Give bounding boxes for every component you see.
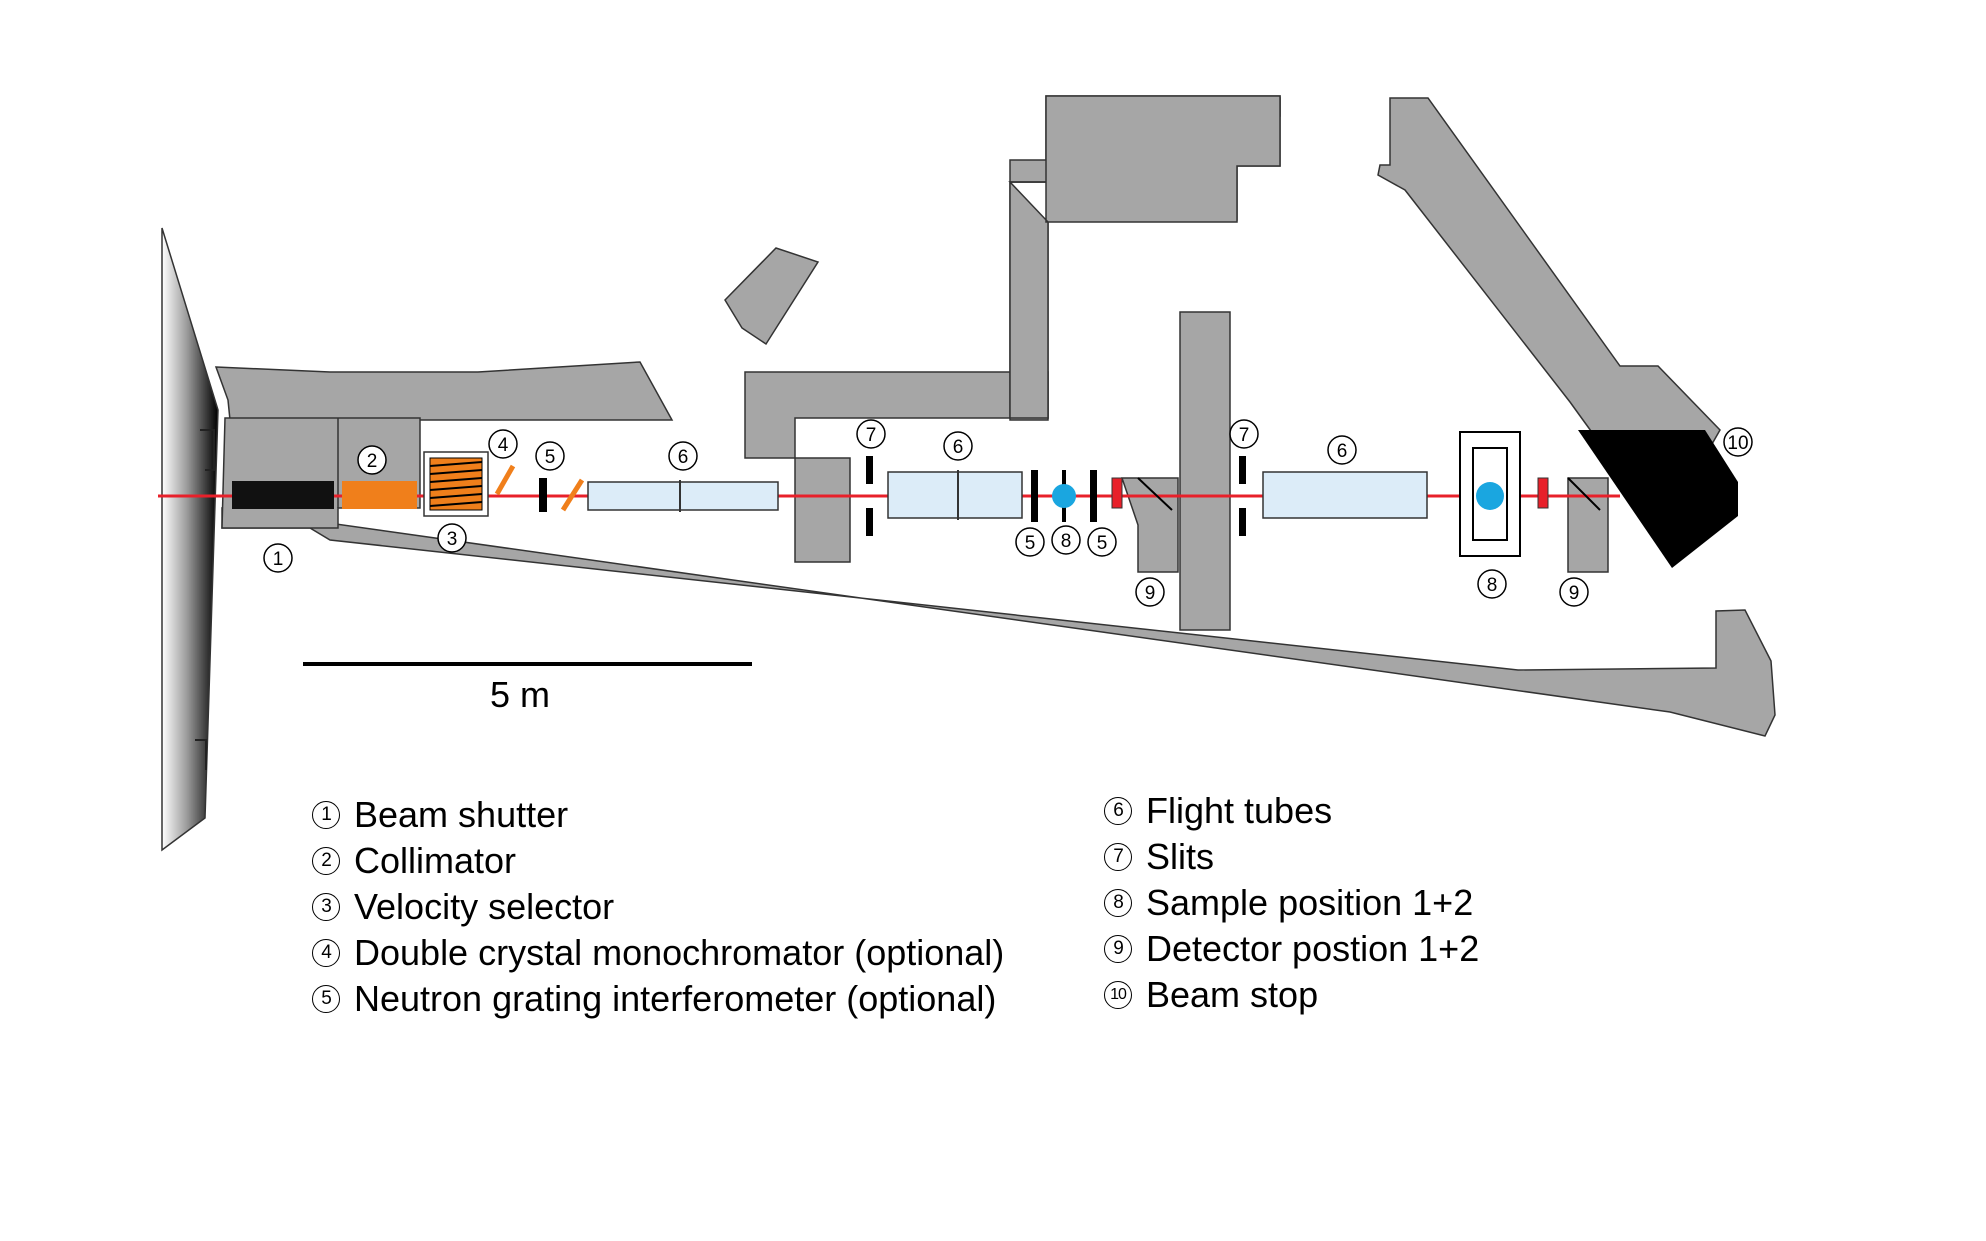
legend-text: Neutron grating interferometer (optional… <box>354 978 997 1019</box>
callout-circle <box>1477 569 1507 599</box>
callout-7: 7 <box>866 425 877 446</box>
callout-8: 8 <box>1061 531 1072 552</box>
legend-item: 10 Beam stop <box>1104 972 1479 1018</box>
legend-number: 9 <box>1104 935 1132 963</box>
legend-number: 1 <box>312 801 340 829</box>
callout-8: 8 <box>1487 575 1498 596</box>
legend-text: Beam stop <box>1146 974 1319 1015</box>
north-corridor-main <box>1008 95 1281 419</box>
angled-block <box>724 247 820 346</box>
legend-number: 10 <box>1104 981 1132 1009</box>
callout-circle <box>357 445 387 475</box>
legend-number: 3 <box>312 893 340 921</box>
slit-1 <box>866 456 873 536</box>
callout-circle <box>1135 577 1165 607</box>
flight-tube-3 <box>1262 471 1428 519</box>
reactor-wall <box>161 227 219 852</box>
callout-10: 10 <box>1727 433 1748 454</box>
legend-text: Collimator <box>354 840 517 881</box>
velocity-selector <box>423 451 489 517</box>
grating-interferometer-1 <box>539 478 585 512</box>
legend-text: Slits <box>1146 836 1215 877</box>
detector-2 <box>1537 477 1601 511</box>
callout-5: 5 <box>1025 533 1036 554</box>
legend-text: Detector postion 1+2 <box>1146 928 1480 969</box>
legend-item: 7 Slits <box>1104 834 1479 880</box>
callout-4: 4 <box>498 435 509 456</box>
beam-shutter <box>232 481 334 509</box>
legend-text: Beam shutter <box>354 794 569 835</box>
detector-housing-2 <box>1567 477 1609 573</box>
legend-item: 5 Neutron grating interferometer (option… <box>312 976 1004 1022</box>
callout-3: 3 <box>447 529 458 550</box>
callout-1: 1 <box>273 549 284 570</box>
callout-circle <box>856 419 886 449</box>
legend-left-column: 1 Beam shutter 2 Collimator 3 Velocity s… <box>312 792 1004 1022</box>
legend-text: Flight tubes <box>1146 790 1333 831</box>
callout-numbers: 1 2 3 4 5 6 7 6 5 8 5 9 7 6 8 9 10 <box>273 425 1749 604</box>
legend-item: 8 Sample position 1+2 <box>1104 880 1479 926</box>
legend-item: 4 Double crystal monochromator (optional… <box>312 930 1004 976</box>
legend-number: 4 <box>312 939 340 967</box>
legend-number: 6 <box>1104 797 1132 825</box>
detector-housing-1 <box>1120 477 1179 573</box>
callout-2: 2 <box>367 451 378 472</box>
legend-item: 2 Collimator <box>312 838 1004 884</box>
legend-number: 2 <box>312 847 340 875</box>
legend-item: 3 Velocity selector <box>312 884 1004 930</box>
callout-5: 5 <box>1097 533 1108 554</box>
callout-circle <box>668 441 698 471</box>
legend-number: 7 <box>1104 843 1132 871</box>
sample-stage-2 <box>1459 431 1521 557</box>
column-a-top <box>744 371 1049 459</box>
callout-6: 6 <box>678 447 689 468</box>
legend-number: 5 <box>312 985 340 1013</box>
callout-6: 6 <box>1337 441 1348 462</box>
column-b <box>1179 311 1231 631</box>
column-a <box>794 457 851 563</box>
upper-left-shielding <box>214 361 674 421</box>
legend-number: 8 <box>1104 889 1132 917</box>
flight-tube-2 <box>887 470 1023 520</box>
legend-text: Velocity selector <box>354 886 615 927</box>
callout-circle <box>1229 419 1259 449</box>
callout-circle <box>943 431 973 461</box>
legend-item: 6 Flight tubes <box>1104 788 1479 834</box>
callout-circle <box>263 543 293 573</box>
slit-2 <box>1239 456 1246 536</box>
callout-6: 6 <box>953 437 964 458</box>
sample-stage-1 <box>1031 470 1097 522</box>
monochromator <box>494 464 516 496</box>
callout-circle <box>488 429 518 459</box>
legend-text: Double crystal monochromator (optional) <box>354 932 1005 973</box>
collimator <box>342 481 417 509</box>
beam-stop <box>1578 430 1738 568</box>
right-diagonal-wall <box>1377 97 1721 532</box>
callout-circle <box>1559 577 1589 607</box>
shutter-housing <box>221 417 421 529</box>
callout-7: 7 <box>1239 425 1250 446</box>
callout-circle <box>1723 427 1753 457</box>
scale-bar-label: 5 m <box>490 674 551 715</box>
callout-circle <box>437 523 467 553</box>
legend-item: 9 Detector postion 1+2 <box>1104 926 1479 972</box>
callout-9: 9 <box>1145 583 1156 604</box>
callouts <box>263 419 1753 607</box>
callout-9: 9 <box>1569 583 1580 604</box>
callout-circle <box>535 441 565 471</box>
legend-text: Sample position 1+2 <box>1146 882 1474 923</box>
legend-item: 1 Beam shutter <box>312 792 1004 838</box>
callout-circle <box>1051 525 1081 555</box>
callout-circle <box>1087 527 1117 557</box>
callout-circle <box>1015 527 1045 557</box>
detector-1 <box>1111 477 1173 511</box>
callout-5: 5 <box>545 447 556 468</box>
flight-tube-1 <box>587 480 779 512</box>
legend-right-column: 6 Flight tubes 7 Slits 8 Sample position… <box>1104 788 1479 1018</box>
shielding-walls <box>214 95 1776 737</box>
callout-circle <box>1327 435 1357 465</box>
